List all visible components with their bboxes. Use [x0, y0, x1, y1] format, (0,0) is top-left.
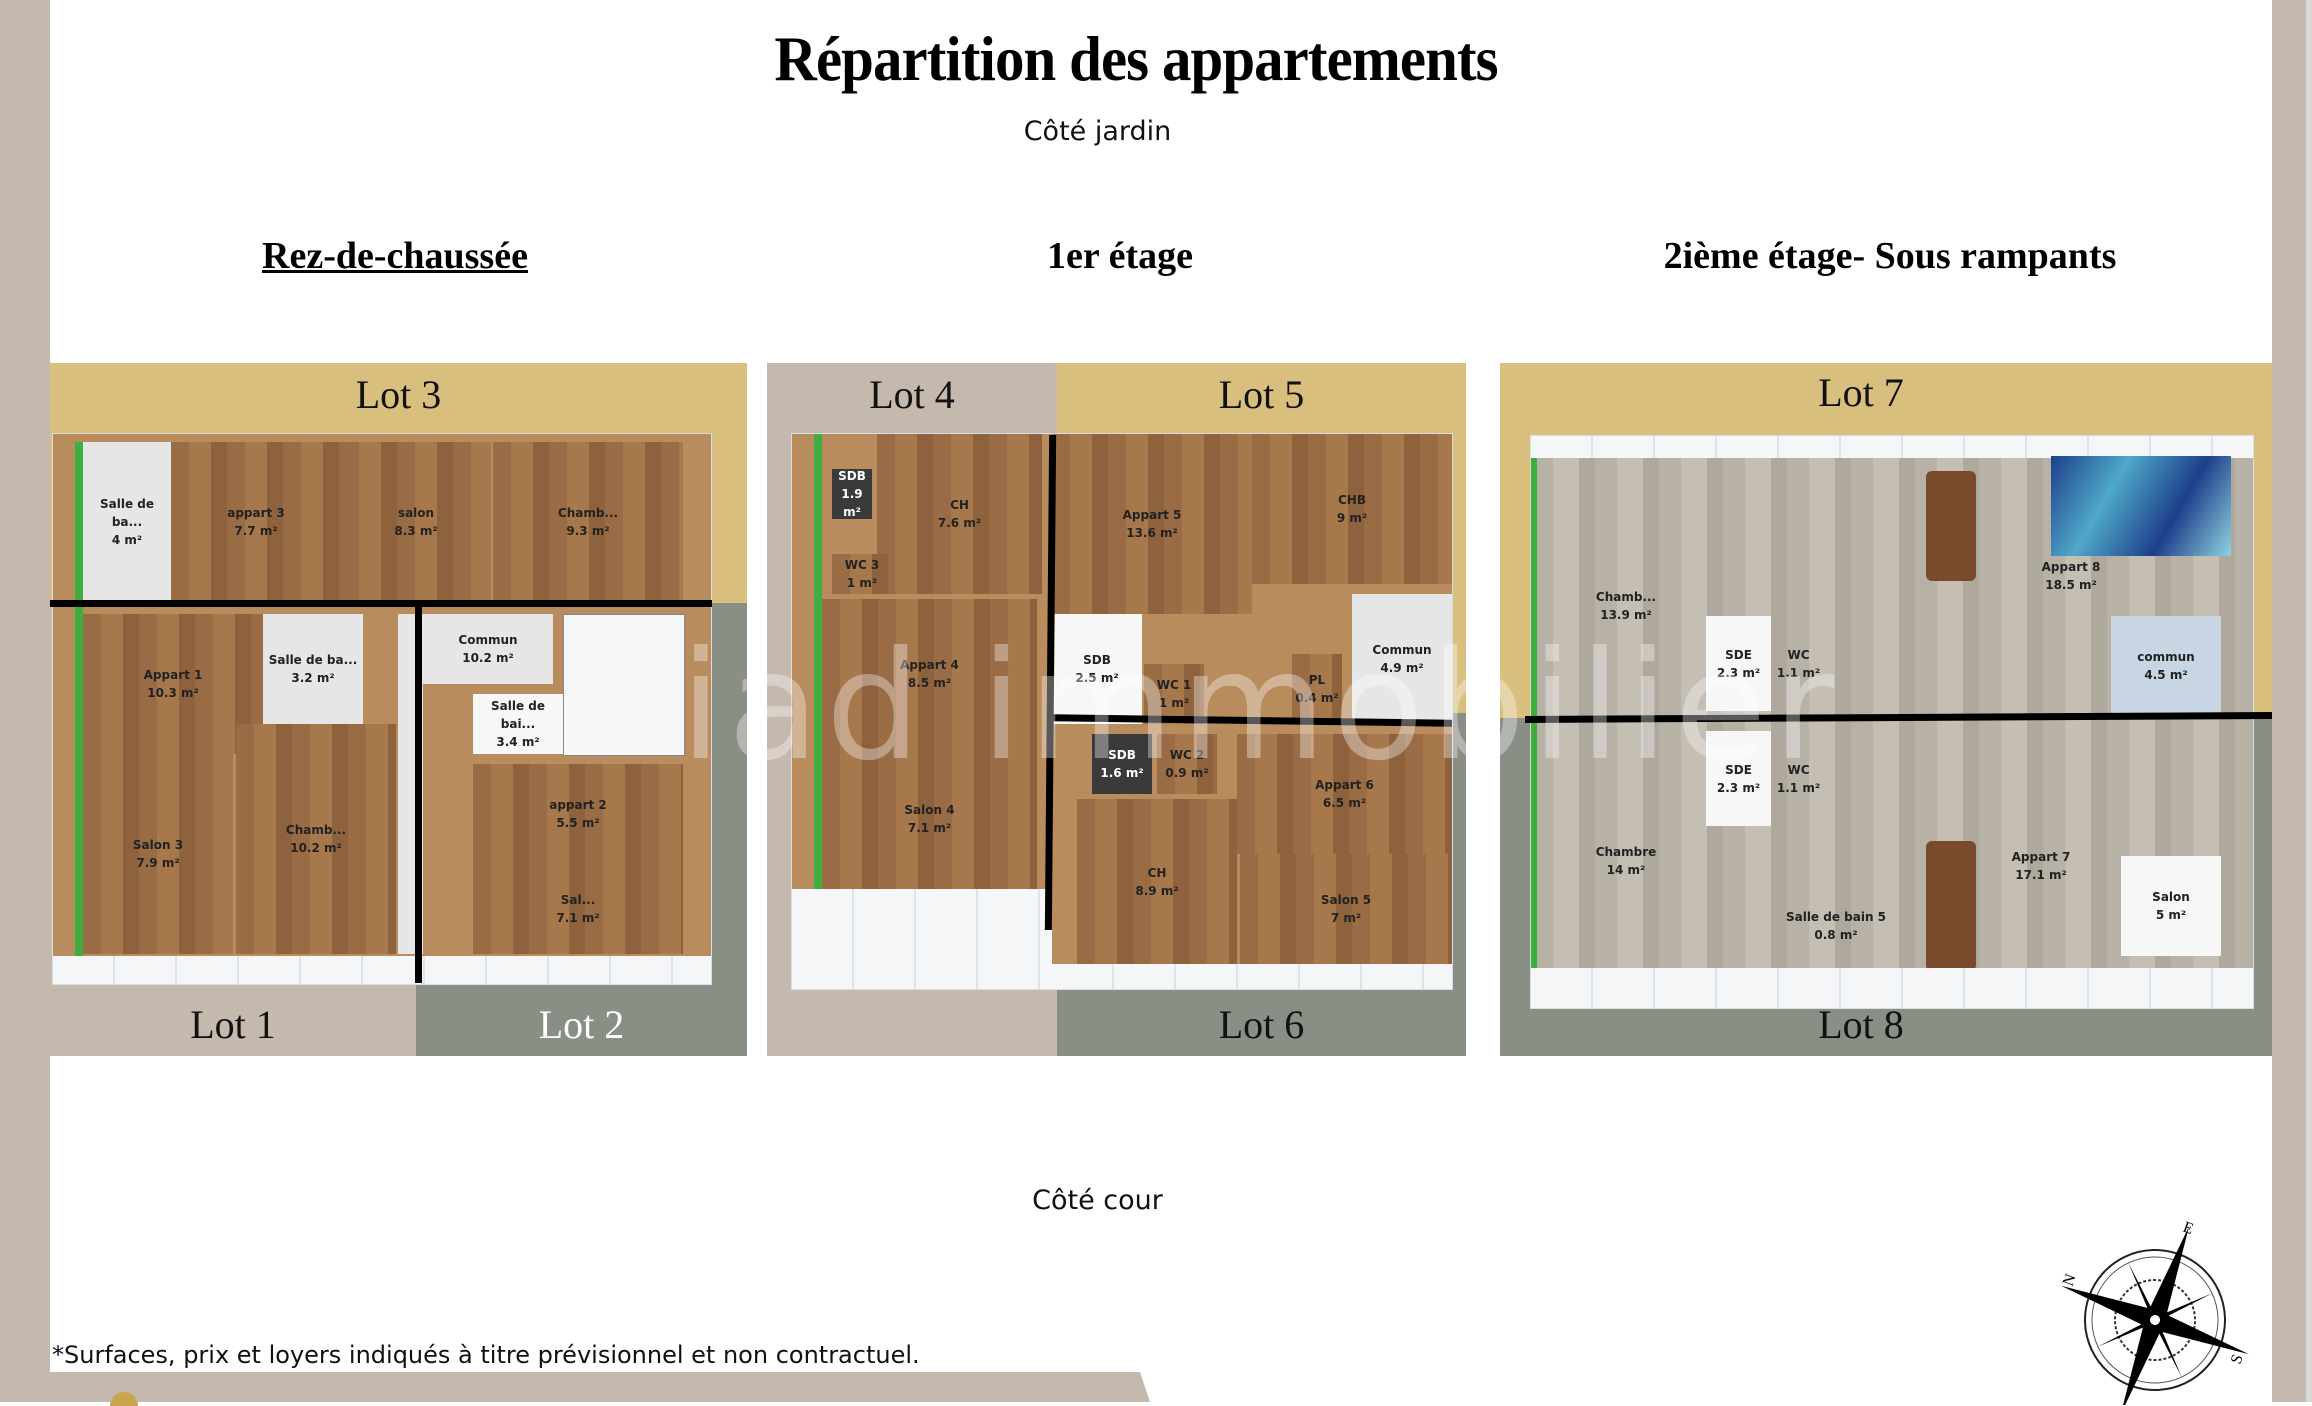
terrace — [1531, 436, 2253, 458]
exterior-wall — [75, 442, 83, 957]
lot5-label[interactable]: Lot 5 — [1218, 371, 1305, 417]
room[interactable]: Chamb...9.3 m² — [493, 442, 683, 602]
room[interactable]: Salle de ba...3.2 m² — [263, 614, 363, 724]
lot6-label[interactable]: Lot 6 — [1218, 1002, 1305, 1047]
left-border-strip — [0, 0, 50, 1402]
right-edge — [2306, 0, 2312, 1402]
terrace — [1531, 968, 2253, 1008]
room[interactable]: Chamb...13.9 m² — [1595, 590, 1657, 622]
lot8-label[interactable]: Lot 8 — [1818, 1002, 1904, 1047]
bottom-band — [50, 1372, 1150, 1402]
right-border-strip — [2272, 0, 2306, 1402]
disclaimer: *Surfaces, prix et loyers indiqués à tit… — [52, 1341, 920, 1369]
panel-ground-floor: Lot 3 Lot 1 Lot 2 Salle de ba...4 m² app… — [50, 363, 747, 1056]
floor-heading-ground: Rez-de-chaussée — [262, 235, 528, 277]
staircase — [563, 614, 685, 756]
terrace — [53, 956, 711, 984]
page-title: Répartition des appartements — [774, 23, 1498, 94]
rug — [2051, 456, 2231, 556]
exterior-wall — [1531, 458, 1537, 968]
dining-table — [1926, 841, 1976, 971]
room[interactable]: Chamb...10.2 m² — [236, 724, 396, 954]
lot-divider — [415, 603, 422, 983]
terrace — [1052, 964, 1452, 989]
compass-rose-icon: N E S — [2060, 1219, 2249, 1405]
floor-heading-first: 1er étage — [1047, 235, 1193, 277]
lot1-label[interactable]: Lot 1 — [190, 1002, 276, 1047]
exterior-wall — [814, 434, 822, 889]
dining-table — [1926, 471, 1976, 581]
compass-n: N — [2060, 1271, 2080, 1288]
room[interactable]: Salle de bai...3.4 m² — [473, 694, 563, 754]
lot3-label[interactable]: Lot 3 — [355, 371, 442, 417]
lot4-label[interactable]: Lot 4 — [869, 371, 955, 417]
room[interactable]: Salle de ba...4 m² — [83, 442, 171, 602]
side-label-courtyard: Côté cour — [1032, 1185, 1163, 1216]
compass-s: S — [2228, 1352, 2247, 1366]
lot7-label[interactable]: Lot 7 — [1818, 369, 1904, 415]
floor-heading-second: 2ième étage- Sous rampants — [1663, 235, 2117, 277]
lot2-label[interactable]: Lot 2 — [538, 1002, 625, 1047]
terrace — [792, 889, 1052, 989]
side-label-garden: Côté jardin — [1023, 116, 1172, 147]
lot-divider — [50, 600, 712, 607]
room[interactable]: Sal...7.1 m² — [473, 864, 683, 954]
compass-e: E — [2181, 1219, 2196, 1238]
